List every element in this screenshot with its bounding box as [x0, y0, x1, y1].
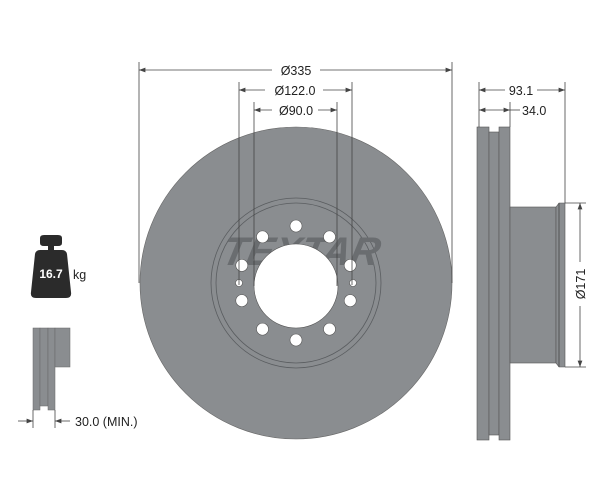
min-thickness-label: 30.0 (MIN.)	[75, 415, 138, 429]
bolt-hole	[343, 259, 357, 272]
disc-side-view	[476, 126, 566, 441]
bolt-hole	[323, 230, 336, 244]
dimension-disc-thickness: 34.0	[479, 102, 546, 127]
bolt-hole	[256, 230, 269, 244]
bolt-hole	[256, 322, 269, 336]
bolt-circle-label: Ø122.0	[274, 84, 315, 98]
center-hole	[253, 243, 339, 329]
dimension-outer: Ø335	[138, 62, 453, 283]
bolt-hole	[323, 322, 336, 336]
weight-unit: kg	[73, 268, 86, 282]
disc-front-view: TEXTAR	[139, 126, 453, 440]
hub-diameter-label: Ø171	[574, 269, 588, 300]
bolt-hole	[235, 259, 249, 272]
min-thickness-profile	[18, 327, 71, 428]
bolt-hole	[289, 333, 303, 347]
bolt-holes	[235, 219, 357, 347]
dimension-center-hole: Ø90.0	[253, 102, 338, 286]
center-hole-label: Ø90.0	[279, 104, 313, 118]
weight-icon: 16.7	[30, 235, 72, 298]
weight-value: 16.7	[39, 267, 63, 281]
bolt-hole	[235, 294, 249, 307]
outer-diameter-label: Ø335	[281, 64, 312, 78]
bolt-hole	[289, 219, 303, 233]
dimension-total-height: 93.1	[478, 82, 566, 203]
locating-hole	[349, 279, 357, 287]
dimension-bolt-circle: Ø122.0	[238, 82, 353, 285]
bolt-hole	[343, 294, 357, 307]
total-height-label: 93.1	[509, 84, 533, 98]
disc-thickness-label: 34.0	[522, 104, 546, 118]
dimension-hub-diameter: Ø171	[565, 202, 588, 368]
